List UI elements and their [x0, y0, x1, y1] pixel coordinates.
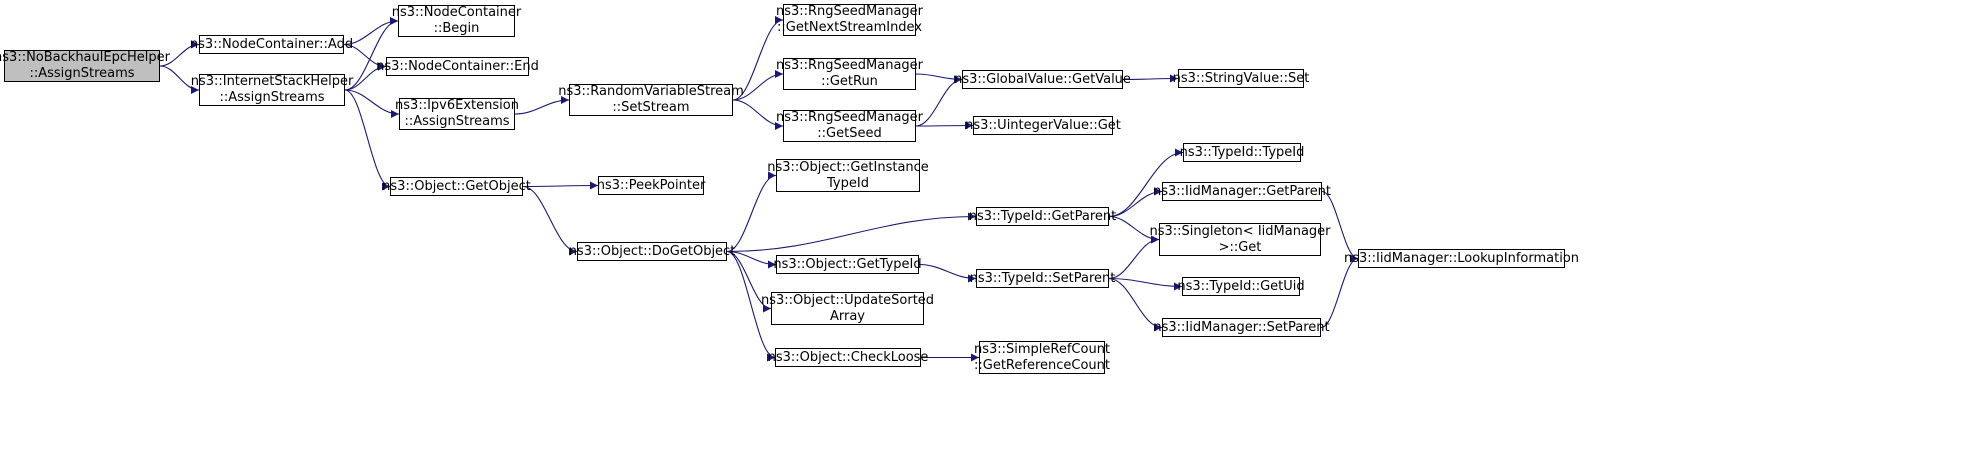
node-label-line: ::GetRun [821, 74, 878, 89]
node-label-line: ::GetReferenceCount [974, 357, 1110, 373]
node-rng-seed-manager-get-seed[interactable]: ns3::RngSeedManager ::GetSeed [776, 110, 923, 142]
node-label-line: ns3::Object::UpdateSorted [760, 292, 935, 308]
node-singleton-iid-manager-get[interactable]: ns3::Singleton< IidManager >::Get [1150, 223, 1331, 256]
node-label-line: ns3::RngSeedManager [775, 4, 924, 19]
node-label-line: Array [829, 308, 865, 324]
edge-obj_dogetobject-to-obj_gettypeid [726, 250, 777, 269]
node-label-line: ::GetSeed [817, 126, 882, 141]
edge-obj_dogetobject-to-obj_getinst [726, 171, 777, 253]
node-object-update-sorted-array[interactable]: ns3::Object::UpdateSorted Array [761, 292, 934, 325]
node-label-line: ns3::NodeContainer::End [376, 58, 539, 74]
node-label-line: ns3::RngSeedManager [775, 110, 924, 125]
edge-rvs_setstream-to-rsm_getseed [732, 99, 784, 130]
node-peek-pointer[interactable]: ns3::PeekPointer [596, 176, 706, 195]
node-typeid-get-parent[interactable]: ns3::TypeId::GetParent [969, 207, 1116, 226]
node-label-line: ns3::PeekPointer [596, 177, 706, 193]
node-iid-manager-get-parent[interactable]: ns3::IidManager::GetParent [1153, 182, 1331, 201]
node-label-line: >::Get [1218, 239, 1262, 255]
node-string-value-set[interactable]: ns3::StringValue::Set [1173, 69, 1309, 88]
edge-tid_setparent-to-tid_getuid [1108, 277, 1183, 291]
edge-nobackhaul-to-nc_add [159, 40, 200, 67]
node-rng-seed-manager-get-run[interactable]: ns3::RngSeedManager ::GetRun [776, 58, 923, 90]
node-iid-manager-lookup-information[interactable]: ns3::IidManager::LookupInformation [1344, 249, 1579, 268]
node-iid-manager-set-parent[interactable]: ns3::IidManager::SetParent [1153, 318, 1330, 337]
edge-rsm_getseed-to-uint_get [915, 121, 974, 130]
edge-obj_dogetobject-to-obj_checkloose [726, 250, 776, 362]
node-uinteger-value-get[interactable]: ns3::UintegerValue::Get [965, 116, 1121, 135]
edge-obj_getobject-to-peekpointer [522, 181, 599, 190]
node-label-line: TypeId [827, 175, 869, 191]
node-typeid-set-parent[interactable]: ns3::TypeId::SetParent [970, 269, 1115, 288]
node-object-get-object[interactable]: ns3::Object::GetObject [382, 177, 531, 196]
edge-rvs_setstream-to-rsm_getnext [732, 16, 784, 101]
node-nodecontainer-end[interactable]: ns3::NodeContainer::End [376, 57, 539, 76]
node-typeid-get-uid[interactable]: ns3::TypeId::GetUid [1177, 277, 1305, 296]
node-label-line: ns3::TypeId::SetParent [969, 270, 1116, 286]
node-label-line: ns3::Object::GetInstance [767, 159, 929, 175]
node-label-line: ns3::InternetStackHelper [190, 74, 354, 89]
node-object-check-loose[interactable]: ns3::Object::CheckLoose [768, 348, 928, 367]
node-label-line: ns3::NodeContainer::Add [189, 36, 354, 52]
node-nodecontainer-add[interactable]: ns3::NodeContainer::Add [190, 35, 353, 54]
edge-iid_setparent-to-iid_lookup [1320, 254, 1359, 329]
edge-ish_assign-to-nc_end [344, 62, 387, 91]
node-label-line: ns3::NodeContainer [391, 5, 522, 20]
edge-obj_dogetobject-to-obj_updatesorted [726, 250, 772, 313]
node-label-line: ns3::GlobalValue::GetValue [954, 71, 1131, 87]
node-label-line: ns3::Ipv6Extension [395, 98, 519, 113]
edge-obj_getobject-to-obj_dogetobject [522, 185, 578, 256]
node-label-line: ns3::RandomVariableStream [558, 84, 744, 99]
node-label-line: ::AssignStreams [404, 114, 510, 129]
node-label-line: ns3::UintegerValue::Get [965, 117, 1121, 133]
node-ipv6-extension-assign-streams[interactable]: ns3::Ipv6Extension ::AssignStreams [395, 98, 519, 130]
node-label-line: ::Begin [433, 21, 480, 36]
node-label-line: ::AssignStreams [219, 90, 325, 105]
node-object-get-typeid[interactable]: ns3::Object::GetTypeId [773, 255, 922, 274]
node-internet-stack-helper-assign-streams[interactable]: ns3::InternetStackHelper ::AssignStreams [191, 74, 353, 106]
node-label-line: ns3::Object::GetObject [382, 178, 531, 194]
edge-obj_dogetobject-to-tid_getparent [726, 212, 977, 253]
node-label-line: ::SetStream [612, 100, 690, 115]
node-label-line: ns3::Object::DoGetObject [568, 243, 736, 259]
edge-ipv6ext-to-rvs_setstream [514, 96, 570, 115]
edge-rsm_getseed-to-gv_getvalue [915, 75, 963, 127]
node-label-line: ns3::NoBackhaulEpcHelper [0, 50, 170, 65]
edge-obj_gettypeid-to-tid_setparent [918, 263, 977, 283]
node-label-line: ns3::IidManager::SetParent [1153, 319, 1330, 335]
node-label-line: ns3::StringValue::Set [1172, 70, 1310, 86]
node-label-line: ::GetNextStreamIndex [776, 20, 923, 35]
node-global-value-get-value[interactable]: ns3::GlobalValue::GetValue [954, 70, 1131, 89]
node-label-line: ns3::TypeId::GetUid [1177, 278, 1305, 294]
node-simple-ref-count-get-reference-count[interactable]: ns3::SimpleRefCount ::GetReferenceCount [974, 341, 1110, 374]
node-label-line: ns3::Object::GetTypeId [773, 256, 922, 272]
node-label-line: ns3::TypeId::GetParent [968, 208, 1117, 224]
edge-nobackhaul-to-ish_assign [159, 65, 200, 94]
node-label-line: ns3::RngSeedManager [775, 58, 924, 73]
node-label-line: ns3::IidManager::LookupInformation [1343, 250, 1580, 266]
node-label-line: ::AssignStreams [29, 66, 135, 81]
node-random-variable-stream-set-stream[interactable]: ns3::RandomVariableStream ::SetStream [558, 84, 744, 116]
node-nobackhaul-epc-helper-assign-streams: ns3::NoBackhaulEpcHelper ::AssignStreams [0, 50, 170, 82]
edge-tid_setparent-to-singleton_get [1108, 235, 1160, 280]
edge-tid_setparent-to-iid_setparent [1108, 277, 1163, 332]
edge-ish_assign-to-nc_begin [344, 17, 399, 91]
node-label-line: ns3::TypeId::TypeId [1179, 144, 1305, 160]
edge-tid_getparent-to-tid_typeid [1108, 148, 1184, 218]
edge-rvs_setstream-to-rsm_getrun [732, 70, 784, 101]
node-rng-seed-manager-get-next-stream-index[interactable]: ns3::RngSeedManager ::GetNextStreamIndex [776, 4, 923, 36]
node-nodecontainer-begin[interactable]: ns3::NodeContainer ::Begin [392, 5, 521, 37]
edge-ish_assign-to-ipv6ext [344, 89, 400, 118]
node-label-line: ns3::Object::CheckLoose [767, 349, 929, 365]
node-label-line: ns3::SimpleRefCount [973, 341, 1111, 357]
node-typeid-typeid[interactable]: ns3::TypeId::TypeId [1180, 143, 1304, 162]
node-label-line: ns3::Singleton< IidManager [1149, 223, 1331, 239]
node-object-get-instance-typeid[interactable]: ns3::Object::GetInstance TypeId [767, 159, 929, 192]
edge-tid_getparent-to-iid_getparent [1108, 187, 1163, 218]
edge-ish_assign-to-obj_getobject [344, 89, 391, 191]
edge-gv_getvalue-to-strval_set [1122, 74, 1179, 83]
node-label-line: ns3::IidManager::GetParent [1152, 183, 1332, 199]
node-object-do-get-object[interactable]: ns3::Object::DoGetObject [569, 242, 735, 261]
